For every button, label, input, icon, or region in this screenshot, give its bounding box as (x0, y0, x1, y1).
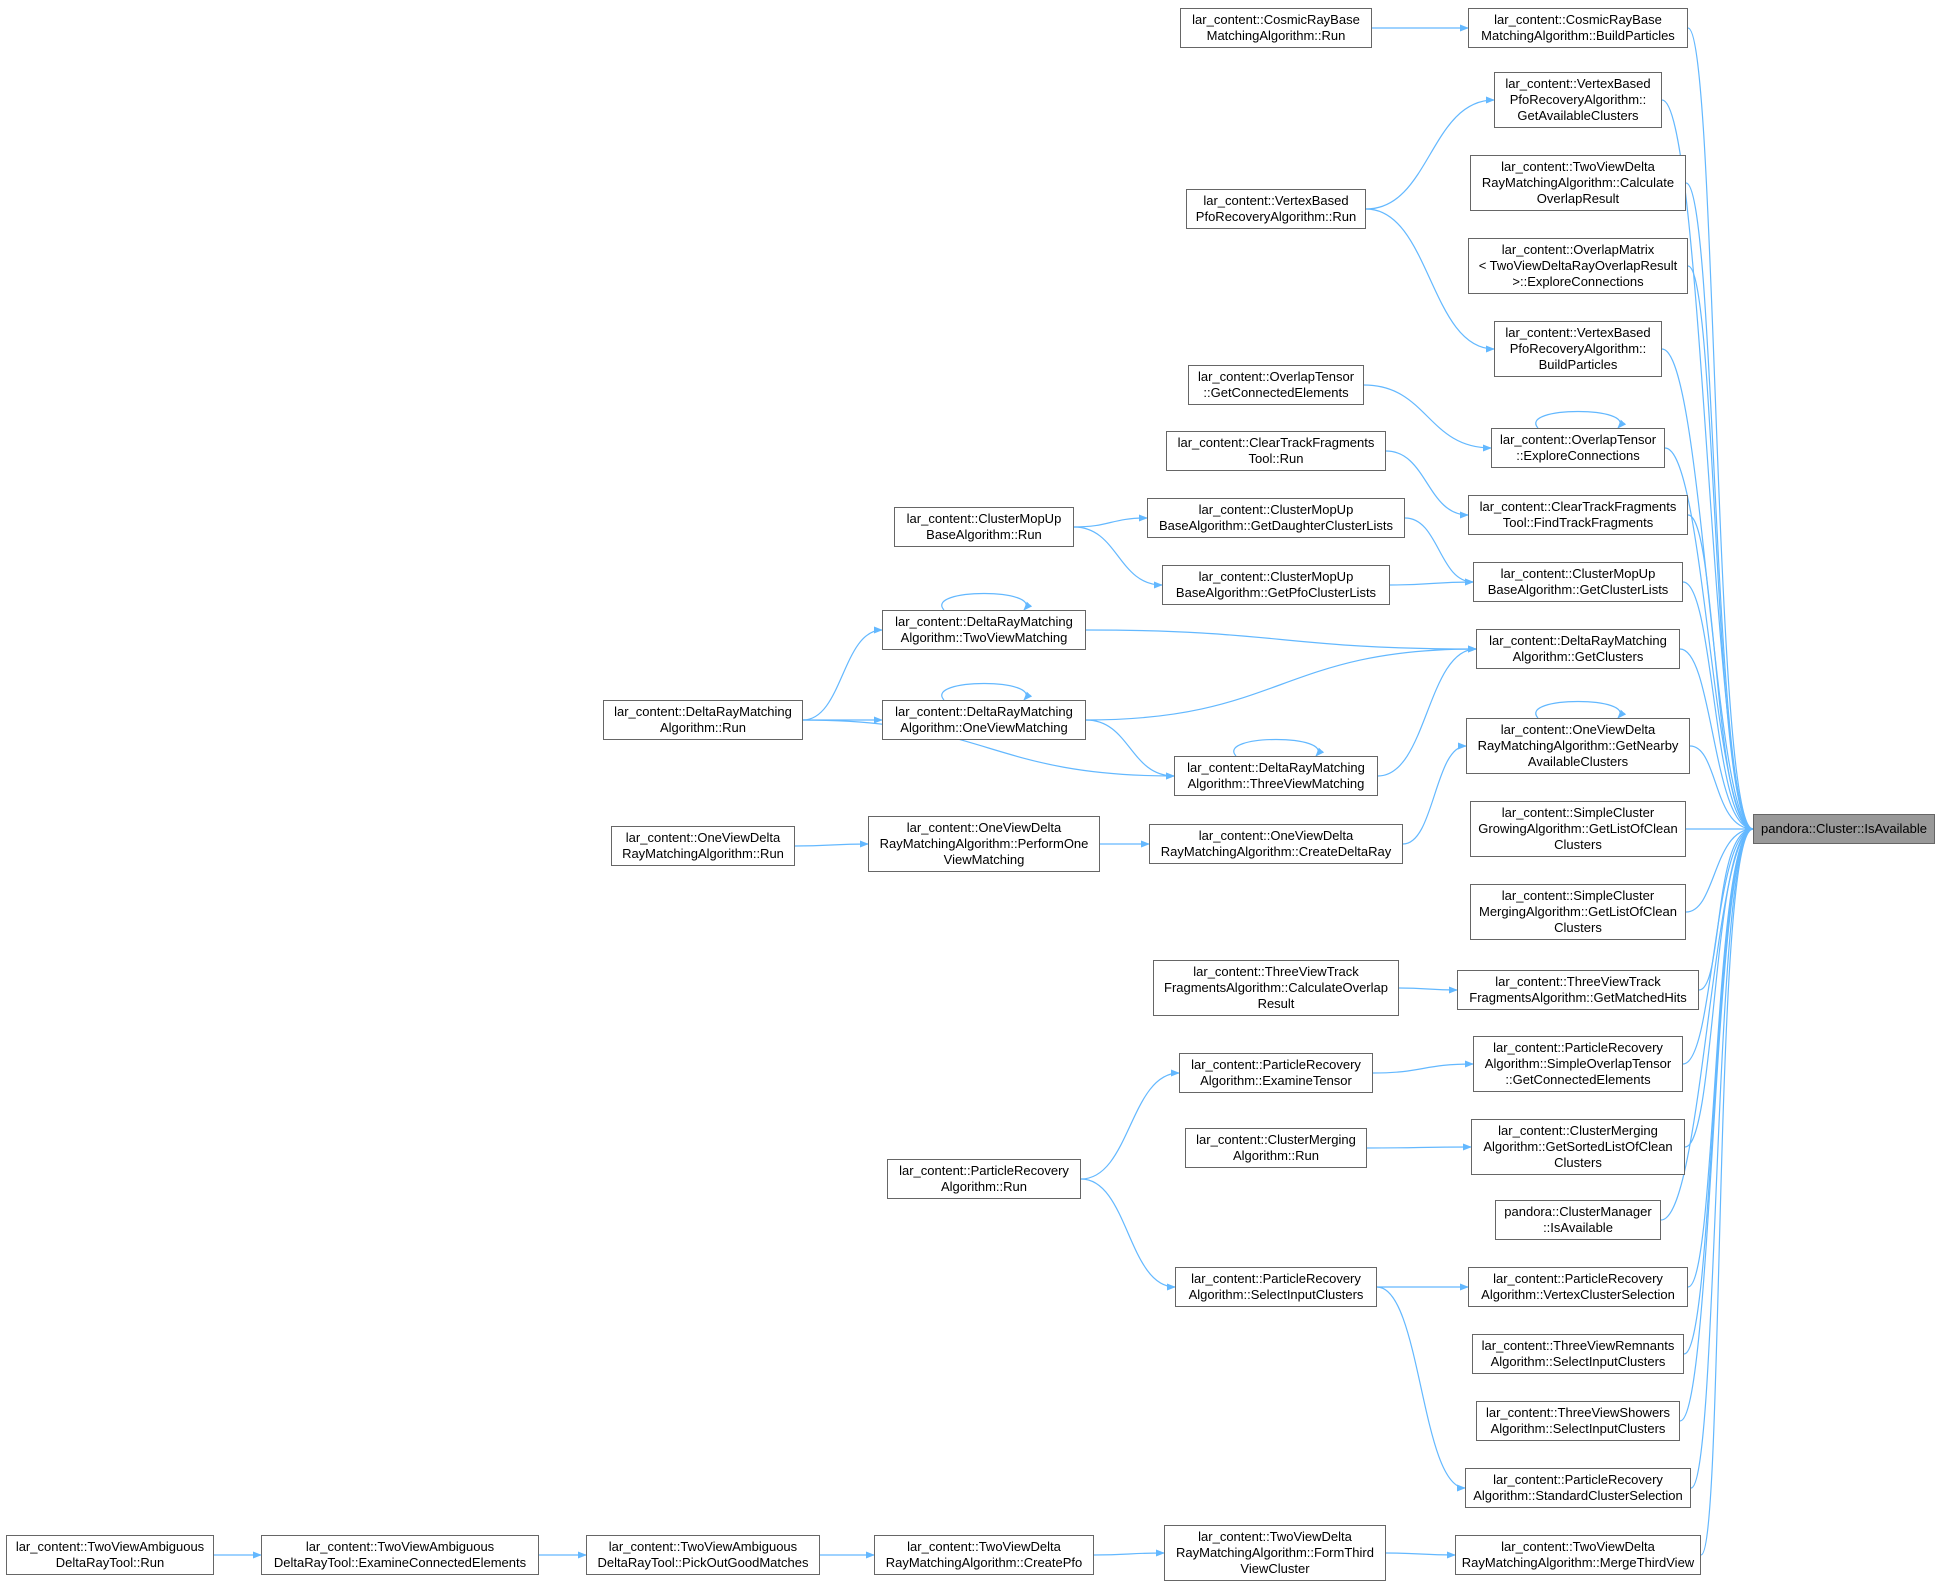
call-edge (802, 626, 883, 721)
node-three-view-track-get-matched-hits[interactable]: lar_content::ThreeViewTrack FragmentsAlg… (1457, 970, 1699, 1010)
node-three-view-track-calculate-overlap[interactable]: lar_content::ThreeViewTrack FragmentsAlg… (1153, 960, 1399, 1016)
call-edge (1366, 1143, 1472, 1151)
node-particle-recovery-standard-cluster-selection[interactable]: lar_content::ParticleRecovery Algorithm:… (1465, 1468, 1691, 1508)
call-edge (1687, 514, 1754, 833)
node-two-view-merge-third-view[interactable]: lar_content::TwoViewDelta RayMatchingAlg… (1455, 1535, 1701, 1575)
node-one-view-perform-one-view-matching[interactable]: lar_content::OneViewDelta RayMatchingAlg… (868, 816, 1100, 872)
node-two-view-calculate-overlap-result[interactable]: lar_content::TwoViewDelta RayMatchingAlg… (1470, 155, 1686, 211)
node-one-view-create-delta-ray[interactable]: lar_content::OneViewDelta RayMatchingAlg… (1149, 824, 1403, 864)
node-overlap-tensor-get-connected-elements[interactable]: lar_content::OverlapTensor ::GetConnecte… (1188, 365, 1364, 405)
node-delta-ray-three-view-matching[interactable]: lar_content::DeltaRayMatching Algorithm:… (1174, 756, 1378, 796)
call-edge (1679, 825, 1754, 1422)
call-edge (1385, 450, 1469, 519)
node-particle-recovery-vertex-cluster-selection[interactable]: lar_content::ParticleRecovery Algorithm:… (1468, 1267, 1688, 1307)
call-edge (1684, 825, 1754, 1148)
call-edge (1085, 645, 1477, 721)
node-clear-track-fragments-run[interactable]: lar_content::ClearTrackFragments Tool::R… (1166, 431, 1386, 471)
call-edge (1073, 526, 1163, 589)
call-edge (1372, 1060, 1474, 1074)
node-cluster-manager-is-available[interactable]: pandora::ClusterManager ::IsAvailable (1495, 1200, 1661, 1240)
call-edge (941, 592, 1033, 611)
node-cluster-mopup-get-daughter-lists[interactable]: lar_content::ClusterMopUp BaseAlgorithm:… (1147, 498, 1405, 538)
call-edge (1233, 738, 1325, 757)
call-edge (1685, 825, 1754, 913)
node-three-view-remnants-select[interactable]: lar_content::ThreeViewRemnants Algorithm… (1472, 1334, 1684, 1374)
call-edge (1080, 1069, 1180, 1180)
node-simple-cluster-growing-list[interactable]: lar_content::SimpleCluster GrowingAlgori… (1470, 801, 1686, 857)
call-edge (1535, 410, 1627, 429)
call-edge (1363, 384, 1492, 452)
call-edge (1689, 745, 1754, 833)
node-cosmic-build-particles[interactable]: lar_content::CosmicRayBase MatchingAlgor… (1468, 8, 1688, 48)
node-cluster-mopup-get-pfo-lists[interactable]: lar_content::ClusterMopUp BaseAlgorithm:… (1162, 565, 1390, 605)
call-edge (1080, 1178, 1176, 1291)
node-delta-ray-two-view-matching[interactable]: lar_content::DeltaRayMatching Algorithm:… (882, 610, 1086, 650)
node-vertex-based-run[interactable]: lar_content::VertexBased PfoRecoveryAlgo… (1186, 189, 1366, 229)
node-cluster-mopup-run[interactable]: lar_content::ClusterMopUp BaseAlgorithm:… (894, 507, 1074, 547)
call-edge (1085, 719, 1175, 780)
call-edge (1389, 578, 1474, 586)
call-edge (1093, 1549, 1165, 1557)
node-overlap-matrix-explore-connections[interactable]: lar_content::OverlapMatrix < TwoViewDelt… (1468, 238, 1688, 294)
node-particle-recovery-run[interactable]: lar_content::ParticleRecovery Algorithm:… (887, 1159, 1081, 1199)
node-two-view-form-third-view-cluster[interactable]: lar_content::TwoViewDelta RayMatchingAlg… (1164, 1525, 1386, 1581)
call-edge (1687, 265, 1754, 833)
node-three-view-showers-select[interactable]: lar_content::ThreeViewShowers Algorithm:… (1476, 1401, 1680, 1441)
call-edge (1085, 629, 1477, 653)
call-edge (1365, 208, 1495, 353)
node-two-view-ambiguous-pick-out-good-matches[interactable]: lar_content::TwoViewAmbiguous DeltaRayTo… (586, 1535, 820, 1575)
call-edge (1685, 182, 1754, 833)
node-vertex-based-get-available-clusters[interactable]: lar_content::VertexBased PfoRecoveryAlgo… (1494, 72, 1662, 128)
call-edge (1073, 514, 1148, 528)
call-edge (1365, 96, 1495, 210)
call-edge (1376, 1286, 1466, 1492)
node-one-view-run[interactable]: lar_content::OneViewDelta RayMatchingAlg… (611, 826, 795, 866)
node-overlap-tensor-explore-connections[interactable]: lar_content::OverlapTensor ::ExploreConn… (1491, 428, 1665, 468)
call-edge (1690, 825, 1754, 1489)
call-edge (802, 719, 1175, 780)
call-edge (1698, 825, 1754, 991)
call-edge (1683, 825, 1754, 1355)
call-edge (941, 682, 1033, 701)
node-cluster-mopup-get-cluster-lists[interactable]: lar_content::ClusterMopUp BaseAlgorithm:… (1473, 562, 1683, 602)
call-edge (1682, 825, 1754, 1065)
call-edge (1700, 825, 1754, 1556)
call-edge (1377, 645, 1477, 777)
call-edge (1385, 1551, 1456, 1559)
call-edge (1687, 27, 1754, 833)
node-clear-track-fragments-find[interactable]: lar_content::ClearTrackFragments Tool::F… (1468, 495, 1688, 535)
node-two-view-create-pfo[interactable]: lar_content::TwoViewDelta RayMatchingAlg… (874, 1535, 1094, 1575)
node-delta-ray-one-view-matching[interactable]: lar_content::DeltaRayMatching Algorithm:… (882, 700, 1086, 740)
node-delta-ray-get-clusters[interactable]: lar_content::DeltaRayMatching Algorithm:… (1476, 629, 1680, 669)
call-edge (1404, 517, 1474, 586)
call-edge (1687, 825, 1754, 1288)
node-delta-ray-run[interactable]: lar_content::DeltaRayMatching Algorithm:… (603, 700, 803, 740)
node-particle-recovery-select-input-clusters[interactable]: lar_content::ParticleRecovery Algorithm:… (1175, 1267, 1377, 1307)
call-edge (1402, 742, 1467, 845)
node-two-view-ambiguous-run[interactable]: lar_content::TwoViewAmbiguous DeltaRayTo… (6, 1535, 214, 1575)
node-vertex-based-build-particles[interactable]: lar_content::VertexBased PfoRecoveryAlgo… (1494, 321, 1662, 377)
node-cluster-merging-run[interactable]: lar_content::ClusterMerging Algorithm::R… (1185, 1128, 1367, 1168)
call-edge (1679, 648, 1754, 833)
node-cluster-merging-sorted-list[interactable]: lar_content::ClusterMerging Algorithm::G… (1471, 1119, 1685, 1175)
call-edge (1535, 700, 1627, 719)
node-particle-recovery-simple-overlap-tensor[interactable]: lar_content::ParticleRecovery Algorithm:… (1473, 1036, 1683, 1092)
call-edge (1682, 581, 1754, 833)
node-particle-recovery-examine-tensor[interactable]: lar_content::ParticleRecovery Algorithm:… (1179, 1053, 1373, 1093)
call-edge (794, 840, 869, 848)
call-edge (1660, 825, 1754, 1221)
call-edge (1398, 986, 1458, 994)
node-one-view-get-nearby-available-clusters[interactable]: lar_content::OneViewDelta RayMatchingAlg… (1466, 718, 1690, 774)
node-two-view-ambiguous-examine-connected-elements[interactable]: lar_content::TwoViewAmbiguous DeltaRayTo… (261, 1535, 539, 1575)
node-cosmic-ray-run[interactable]: lar_content::CosmicRayBase MatchingAlgor… (1180, 8, 1372, 48)
node-simple-cluster-merging-list[interactable]: lar_content::SimpleCluster MergingAlgori… (1470, 884, 1686, 940)
node-root-cluster-is-available: pandora::Cluster::IsAvailable (1753, 814, 1935, 844)
